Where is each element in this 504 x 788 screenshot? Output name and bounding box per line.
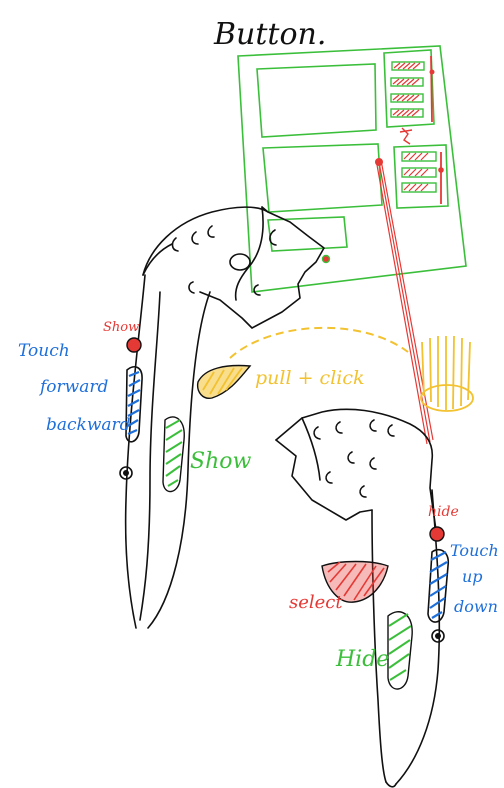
list-row [391,109,423,117]
left-trigger[interactable] [198,366,250,399]
left-system-button[interactable] [120,467,132,479]
scroll-thumb-dot [430,70,435,75]
svg-text:Touch: Touch [18,341,70,361]
right-menu-button[interactable] [430,527,444,541]
panel-list-bottom [402,152,444,204]
list-row [402,168,436,177]
left-menu-button[interactable] [127,338,141,352]
label-select: select [289,592,343,613]
label-pull-click: pull + click [255,367,365,389]
label-hide-top: hide [428,504,459,520]
label-hide-grip: Hide [335,647,389,672]
label-touch-forward-backward: Touch forward backward [18,341,131,435]
svg-text:up: up [462,567,483,586]
right-grip[interactable] [388,612,412,689]
left-grip[interactable] [163,417,184,492]
list-row [402,152,436,161]
selection-ring [421,336,473,411]
svg-text:backward: backward [46,415,131,435]
sketch-title: Button. [213,17,326,52]
panel-list-top [391,56,435,122]
click-feedback-arc [230,328,408,358]
list-row [391,78,423,86]
svg-text:forward: forward [38,377,108,397]
label-show-grip: Show [190,449,251,474]
list-scrollbar [431,56,432,122]
scroll-thumb-dot [438,167,444,173]
svg-text:Touch: Touch [450,541,499,560]
right-system-button[interactable] [432,630,444,642]
pointer-origin-dot [323,256,330,263]
list-row [391,94,423,102]
pointer-ray [377,160,433,444]
list-divider-scribble [400,128,412,144]
left-controller [126,207,324,628]
label-touch-up-down: Touch up down [450,541,499,616]
label-show-top: Show [103,320,139,335]
svg-text:down: down [454,597,498,616]
list-row [402,183,436,192]
list-row [392,62,424,70]
